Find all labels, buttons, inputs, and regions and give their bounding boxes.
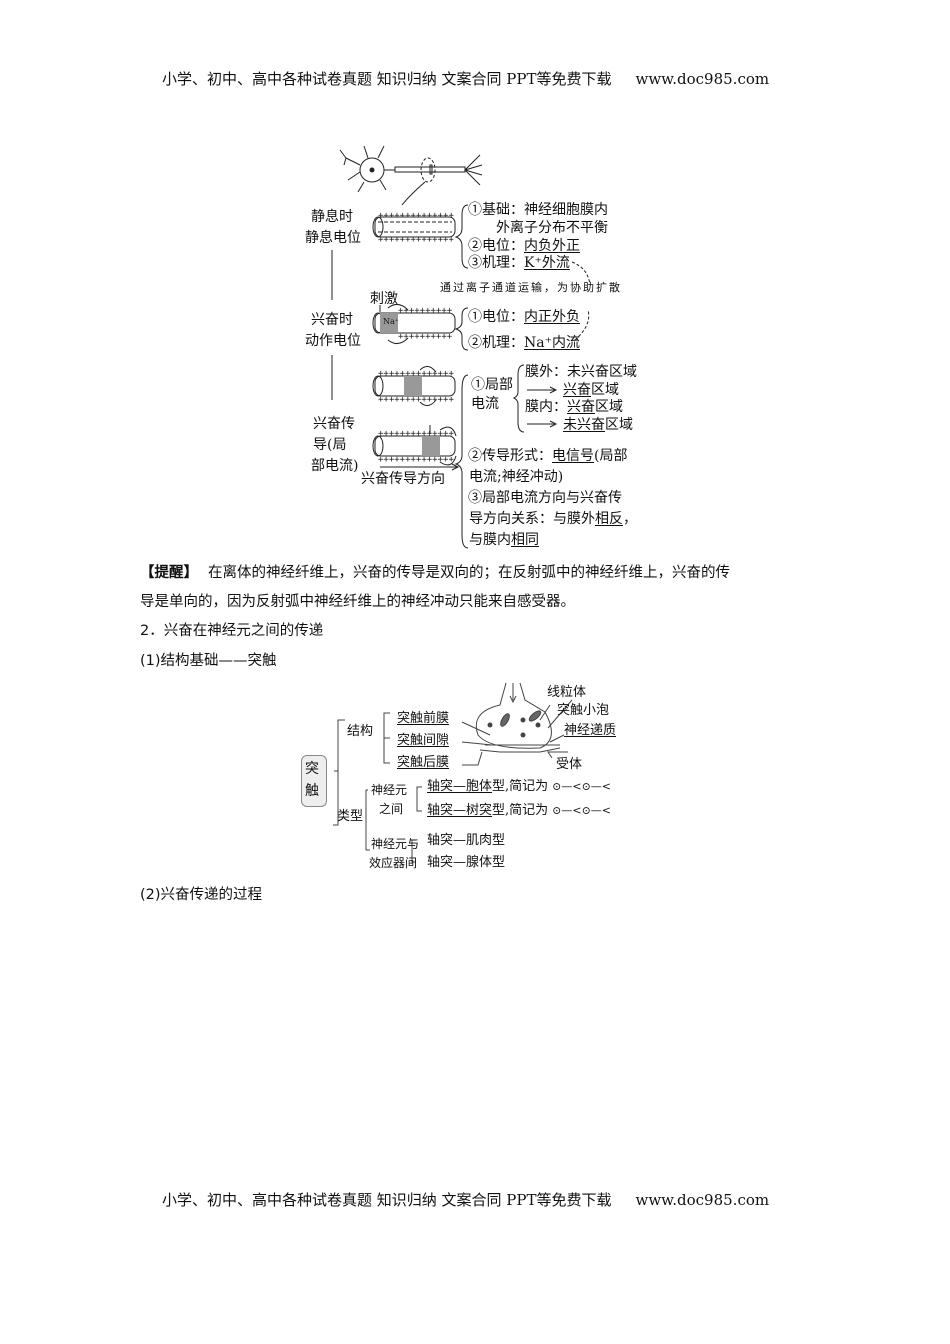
reminder-line2: 导是单向的，因为反射弧中神经纤维上的神经冲动只能来自感受器。 <box>140 594 575 610</box>
header-text: 小学、初中、高中各种试卷真题 知识归纳 文案合同 PPT等免费下载 <box>162 70 612 88</box>
inside-from-underlined: 兴奋 <box>567 399 595 415</box>
relation-inside: 相同 <box>511 532 539 548</box>
rest-label: 静息时 <box>311 209 353 225</box>
header-url: www.doc985.com <box>635 70 770 88</box>
inside-from: 区域 <box>595 399 623 415</box>
rest-basis-cont: 外离子分布不平衡 <box>496 220 608 236</box>
inside-to-underlined: 未兴奋 <box>563 417 605 433</box>
conduct-label-1: 兴奋传 <box>313 416 355 432</box>
outside-to: 区域 <box>591 382 619 398</box>
rest-potential-label: 静息电位 <box>305 230 361 246</box>
presynaptic-terminal <box>475 682 552 749</box>
conduction-fiber-1 <box>372 366 456 406</box>
form-key: ②传导形式： <box>468 448 552 464</box>
form-note-cont: 电流;神经冲动) <box>469 469 564 485</box>
synapse-root-box <box>301 755 327 807</box>
relation-inside-key: 与膜内 <box>469 532 511 548</box>
synaptic-cleft: 突触间隙 <box>397 733 450 748</box>
svg-text:++++++++++++++: ++++++++++++++ <box>378 395 454 405</box>
reminder-line1: 在离体的神经纤维上，兴奋的传导是双向的；在反射弧中的神经纤维上，兴奋的传 <box>208 565 730 581</box>
footer-text: 小学、初中、高中各种试卷真题 知识归纳 文案合同 PPT等免费下载 <box>162 1191 612 1209</box>
channel-note: 通过离子通道运输，为协助扩散 <box>440 281 622 294</box>
excited-fiber <box>372 304 456 344</box>
na-label: Na⁺ <box>383 317 399 326</box>
root-char2: 触 <box>305 783 319 799</box>
conduction-fiber-2 <box>372 425 460 471</box>
reminder-tag: 【提醒】 <box>140 565 198 581</box>
rest-potential-key: ②电位： <box>468 238 524 254</box>
action-potential-label: 动作电位 <box>305 333 361 349</box>
rest-mechanism-key: ③机理： <box>468 255 524 271</box>
nerve-conduction-diagram: ++++++++++++++++++++++++++++ +++++++++++… <box>331 145 591 863</box>
conduct-label-2: 导(局 <box>313 437 347 453</box>
svg-text:++++++++++++++: ++++++++++++++ <box>378 369 454 379</box>
form-value: 电信号 <box>552 448 594 464</box>
footer-url: www.doc985.com <box>635 1191 770 1209</box>
excite-mechanism-key: ②机理： <box>468 335 524 351</box>
excite-label: 兴奋时 <box>311 312 353 328</box>
axon-muscle: 轴突—肌肉型 <box>427 833 506 848</box>
neurotransmitter-label: 神经递质 <box>564 723 617 738</box>
local-current-2: 电流 <box>471 396 499 412</box>
subheading-structure: (1)结构基础——突触 <box>140 653 277 669</box>
svg-text:++++++++++++++: ++++++++++++++ <box>378 211 454 221</box>
type-label: 类型 <box>337 809 364 824</box>
subheading-process: (2)兴奋传递的过程 <box>140 887 263 903</box>
form-note: (局部 <box>594 448 628 464</box>
outside-to-underlined: 兴奋 <box>563 382 591 398</box>
receptor-label: 受体 <box>556 757 583 772</box>
rest-mechanism-value: K⁺外流 <box>524 255 570 271</box>
axo-somatic-note: 型,简记为 <box>492 779 549 794</box>
relation-key: 导方向关系：与膜外 <box>469 511 595 527</box>
root-char1: 突 <box>305 761 319 777</box>
resting-fiber <box>372 216 456 238</box>
svg-text:++++++++++++++: ++++++++++++++ <box>378 429 454 439</box>
page-footer: 小学、初中、高中各种试卷真题 知识归纳 文案合同 PPT等免费下载 www.doc… <box>162 1193 769 1208</box>
arrow <box>401 181 426 206</box>
axo-dendritic: 轴突—树突 <box>427 803 493 818</box>
svg-text:++++++++++: ++++++++++ <box>398 332 453 342</box>
relation-outside: 相反 <box>595 511 623 527</box>
structure-label: 结构 <box>347 724 374 739</box>
excite-potential-key: ①电位： <box>468 309 524 325</box>
outside-from: 膜外：未兴奋区域 <box>525 364 637 380</box>
section-heading: 2．兴奋在神经元之间的传递 <box>140 623 324 639</box>
local-current-1: ①局部 <box>471 377 513 393</box>
excite-mechanism-value: Na⁺内流 <box>524 335 580 351</box>
axo-dendritic-note: 型,简记为 <box>492 803 549 818</box>
neuron-effector-1: 神经元与 <box>371 837 420 851</box>
between-neurons-1: 神经元 <box>371 783 408 797</box>
stimulus-label: 刺激 <box>370 291 398 307</box>
direction-label: 兴奋传导方向 <box>361 471 445 487</box>
inside-to: 区域 <box>605 417 633 433</box>
axon-gland: 轴突—腺体型 <box>427 855 506 870</box>
synapse-diagram <box>333 682 573 863</box>
synapse-symbol-2: ⊙—<⊙—< <box>552 804 612 817</box>
excite-potential-value: 内正外负 <box>524 309 580 325</box>
synapse-symbol-1: ⊙—<⊙—< <box>552 780 612 793</box>
relation-comma: ， <box>623 511 637 527</box>
svg-text:++++++++++: ++++++++++ <box>398 306 453 316</box>
inside-key: 膜内： <box>525 399 567 415</box>
postsynaptic-membrane: 突触后膜 <box>397 755 450 770</box>
between-neurons-2: 之间 <box>379 802 404 816</box>
vesicle-label: 突触小泡 <box>557 703 610 718</box>
svg-text:++++++++++++++: ++++++++++++++ <box>378 235 454 245</box>
axo-somatic: 轴突—胞体 <box>427 779 493 794</box>
mitochondria-label: 线粒体 <box>547 685 587 700</box>
conduct-label-3: 部电流) <box>311 458 359 474</box>
svg-text:++++++++++++++: ++++++++++++++ <box>378 455 454 465</box>
rest-potential-value: 内负外正 <box>524 238 580 254</box>
rest-basis: ①基础：神经细胞膜内 <box>468 202 608 218</box>
presynaptic-membrane: 突触前膜 <box>397 711 450 726</box>
page-header: 小学、初中、高中各种试卷真题 知识归纳 文案合同 PPT等免费下载 www.doc… <box>162 72 769 87</box>
neuron-effector-2: 效应器间 <box>369 856 418 870</box>
relation-line1: ③局部电流方向与兴奋传 <box>468 490 622 506</box>
